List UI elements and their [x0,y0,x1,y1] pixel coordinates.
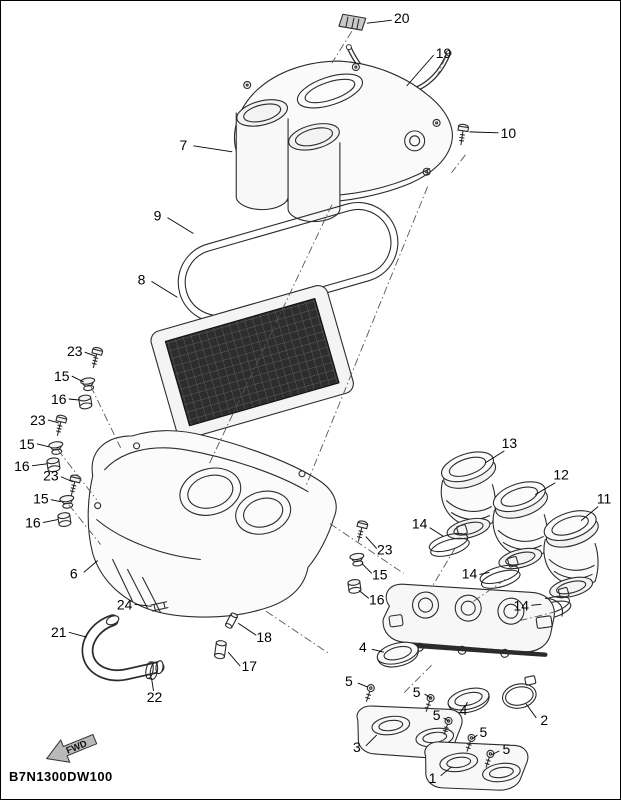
callout-16-3[interactable]: 16 [25,515,41,531]
part-damper-pad [338,13,367,31]
callout-8[interactable]: 8 [138,271,146,287]
part-air-cleaner-case [87,430,337,618]
callout-12[interactable]: 12 [553,467,569,483]
callout-23-3[interactable]: 23 [43,468,59,484]
part-code: B7N1300DW100 [9,769,113,784]
fwd-label: FWD [65,738,89,756]
part-funnel-plate-1 [424,741,529,791]
callout-5-4[interactable]: 5 [480,724,488,740]
assembly-axis-lines [57,30,558,694]
callout-4-1[interactable]: 4 [359,639,367,655]
part-pin-18 [224,612,238,629]
callout-17[interactable]: 17 [241,658,257,674]
callout-1[interactable]: 1 [429,770,437,786]
part-hose-clamp-2 [502,675,537,709]
callout-5-2[interactable]: 5 [413,684,421,700]
part-air-filter-element [150,285,354,440]
callout-15-1[interactable]: 15 [54,368,70,384]
callout-18[interactable]: 18 [256,629,272,645]
callout-24[interactable]: 24 [117,596,133,612]
part-drain-hose [81,614,165,682]
callout-7[interactable]: 7 [180,137,188,153]
callout-14-1[interactable]: 14 [412,516,428,532]
callout-5-5[interactable]: 5 [502,741,510,757]
callout-16-2[interactable]: 16 [14,458,30,474]
part-spacer-17 [213,640,227,660]
callout-19[interactable]: 19 [436,45,452,61]
callout-16-1[interactable]: 16 [51,391,67,407]
callout-6[interactable]: 6 [70,565,78,581]
callout-5-1[interactable]: 5 [345,673,353,689]
callout-9[interactable]: 9 [154,208,162,224]
callout-13[interactable]: 13 [502,435,518,451]
part-air-cleaner-cover [233,60,453,223]
part-screw-10 [455,123,470,146]
hardware-parts [45,345,369,660]
callout-4-2[interactable]: 4 [460,702,468,718]
callout-22[interactable]: 22 [147,689,163,705]
callout-2[interactable]: 2 [540,712,548,728]
callout-23-4[interactable]: 23 [377,542,393,558]
fwd-arrow: FWD [45,733,98,763]
callout-3[interactable]: 3 [353,739,361,755]
callout-15-2[interactable]: 15 [19,436,35,452]
callout-11[interactable]: 11 [597,491,612,507]
callout-21[interactable]: 21 [51,624,67,640]
callout-23-2[interactable]: 23 [30,412,46,428]
callout-10[interactable]: 10 [501,125,517,141]
callout-5-3[interactable]: 5 [433,707,441,723]
callouts: 20 19 10 7 9 8 23 15 16 23 15 16 23 15 1… [14,10,611,786]
callout-14-3[interactable]: 14 [514,597,530,613]
callout-20[interactable]: 20 [394,10,410,26]
callout-23-1[interactable]: 23 [67,343,83,359]
callout-15-3[interactable]: 15 [33,491,49,507]
callout-14-2[interactable]: 14 [462,565,478,581]
callout-16-4[interactable]: 16 [369,591,385,607]
callout-15-4[interactable]: 15 [372,566,388,582]
part-clip-24 [150,601,169,612]
part-throttle-body-assembly [382,583,564,658]
part-hose-clamp-22 [145,661,159,680]
leader-lines [31,19,599,777]
